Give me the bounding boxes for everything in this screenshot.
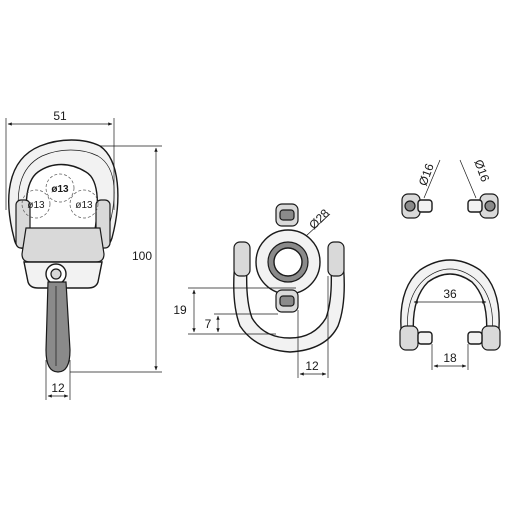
front-hole-right: [69, 189, 99, 219]
pin-detail-view: Ø16 Ø16: [401, 158, 499, 219]
side-lug-left: [233, 241, 251, 277]
detail-shackle-inner: [407, 268, 493, 337]
pin-right-diameter-label: Ø16: [471, 158, 492, 184]
front-hole-center-label: ø13: [51, 184, 69, 195]
front-pin-eye-inner: [50, 268, 62, 280]
side-ring-diameter-label: Ø28: [306, 206, 332, 232]
side-ring-leader: [305, 213, 331, 237]
detail-pin-spacing-label: 18: [443, 351, 457, 365]
detail-inner-width-label: 36: [443, 287, 457, 301]
front-width-label: 51: [53, 109, 67, 123]
side-view: Ø28 19 7 12: [173, 203, 345, 378]
front-hole-right-label: ø13: [75, 200, 93, 211]
front-view: ø13 ø13 ø13 51 100 12: [5, 109, 162, 400]
pin-right-cap: [484, 200, 496, 212]
front-swivel-block: [21, 227, 105, 263]
detail-lug-right: [481, 325, 501, 351]
front-hole-left-label: ø13: [27, 200, 45, 211]
front-pin-width-label: 12: [51, 381, 65, 395]
front-hole-left: [21, 189, 51, 219]
detail-pin-left: [417, 331, 433, 345]
detail-pin-right: [467, 331, 483, 345]
pin-left-diameter-label: Ø16: [416, 161, 437, 187]
side-ring-hole: [273, 247, 303, 277]
pin-left-cap: [404, 200, 416, 212]
pin-right-shaft: [467, 199, 483, 213]
side-top-pin-cap: [279, 209, 295, 221]
front-hanging-pin: [45, 281, 71, 373]
detail-lug-left: [399, 325, 419, 351]
pin-right-leader: [459, 159, 477, 199]
side-height-label: 19: [173, 303, 187, 317]
side-bottom-pin-cap: [279, 295, 295, 307]
side-lug-right: [327, 241, 345, 277]
front-height-label: 100: [132, 249, 152, 263]
pin-left-shaft: [417, 199, 433, 213]
pin-left-leader: [423, 159, 441, 199]
front-hole-center: [45, 173, 75, 203]
side-width-label: 12: [305, 359, 319, 373]
side-offset-label: 7: [205, 317, 212, 331]
shackle-detail-view: 36 18: [399, 259, 501, 370]
